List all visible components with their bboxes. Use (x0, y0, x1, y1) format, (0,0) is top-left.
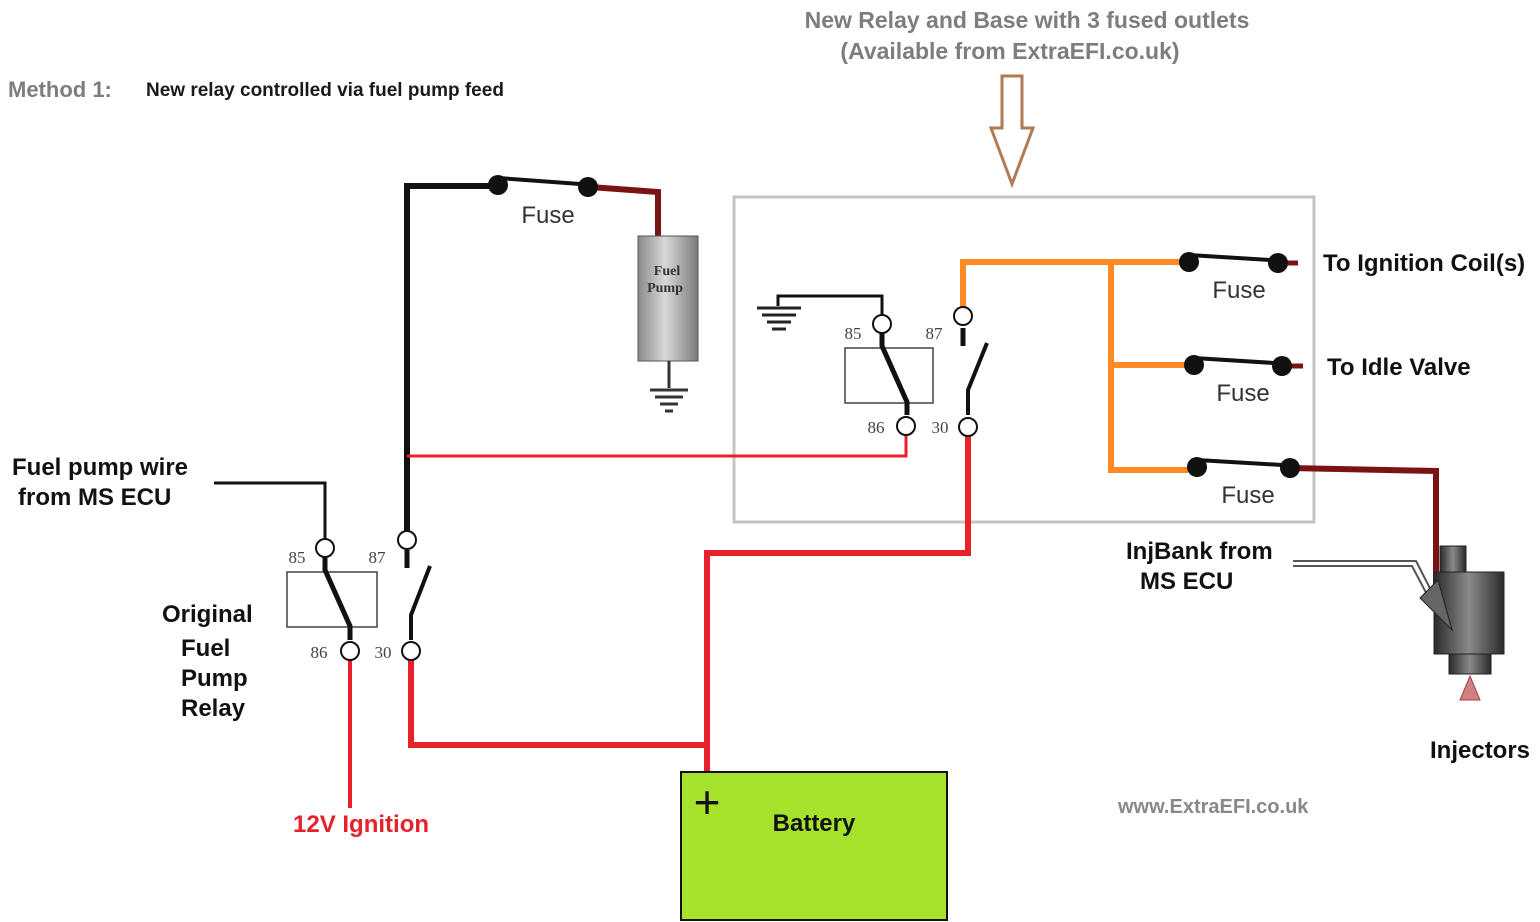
wire-red-battery-to-new-relay30 (704, 435, 971, 772)
orig-relay-pin30 (401, 641, 421, 661)
fuse-link-icon (1193, 356, 1275, 365)
orig-relay-pin30-label: 30 (375, 643, 392, 662)
fuel-pump-body (637, 235, 699, 362)
fuel-pump-label-line2: Pump (647, 281, 683, 296)
orig-relay-coil-link (322, 557, 353, 640)
new-relay-pin86-label: 86 (868, 418, 885, 437)
wire-black-ecu-to-relay85 (214, 481, 327, 540)
orig-relay-pin86 (340, 641, 360, 661)
method-description: New relay controlled via fuel pump feed (146, 80, 504, 101)
new-relay-coil (844, 347, 934, 404)
new-relay-box (732, 195, 1316, 524)
new-relay-switch-arm (966, 342, 989, 415)
new-relay-pin30 (958, 417, 978, 437)
new-relay-availability: (Available from ExtraEFI.co.uk) (840, 38, 1179, 64)
battery (680, 771, 948, 921)
injectors-label: Injectors (1430, 737, 1530, 764)
method-label: Method 1: (8, 77, 112, 102)
fuel-pump-label-line1: Fuel (654, 264, 681, 279)
battery-label: Battery (773, 810, 856, 837)
fuse-label-injector: Fuse (1221, 482, 1274, 509)
new-relay-coil-link (879, 333, 910, 415)
fuse-label-pump: Fuse (521, 202, 574, 229)
fuel-pump-wire-label-line1: Fuel pump wire (12, 454, 188, 481)
fuse-terminal-icon (1272, 356, 1292, 376)
new-relay-pin85-label: 85 (845, 324, 862, 343)
fuse-terminal-icon (578, 177, 598, 197)
new-relay-pin30-label: 30 (932, 418, 949, 437)
new-relay-ground-icon (757, 306, 801, 331)
wire-injbank-a (1293, 560, 1437, 601)
injbank-label-line2: MS ECU (1140, 568, 1233, 595)
wire-injbank-b (1293, 565, 1433, 605)
battery-plus-icon: + (694, 776, 721, 828)
fuse-label-idle: Fuse (1216, 380, 1269, 407)
website-label: www.ExtraEFI.co.uk (1117, 796, 1309, 818)
orig-relay-label-line3: Pump (181, 665, 248, 692)
new-relay-pin87-label: 87 (926, 324, 944, 343)
wire-orange-relay87-to-fuses (960, 259, 1188, 473)
injbank-label-line1: InjBank from (1126, 538, 1273, 565)
orig-relay-switch-arm (409, 565, 432, 640)
fuse-link-icon (497, 176, 581, 186)
orig-relay-label-line4: Relay (181, 695, 246, 722)
ignition-12v-label: 12V Ignition (293, 811, 429, 838)
down-arrow-icon (988, 74, 1036, 189)
new-relay-pin86 (896, 416, 916, 436)
orig-relay-label-line2: Fuel (181, 635, 230, 662)
ignition-coil-label: To Ignition Coil(s) (1323, 250, 1525, 277)
wire-red-relay30-to-battery (408, 660, 707, 748)
new-relay-pin85 (872, 314, 892, 334)
fuse-link-icon (1188, 253, 1271, 262)
wire-black-ground-to-relay85 (776, 294, 884, 316)
fuse-link-icon (1196, 458, 1283, 467)
wire-black-relay87-to-fuse (404, 183, 498, 538)
pump-ground-icon (650, 361, 688, 413)
fuse-terminal-icon (1280, 458, 1300, 478)
wire-maroon-fuse-to-injector (1289, 465, 1439, 585)
new-relay-title: New Relay and Base with 3 fused outlets (805, 7, 1250, 33)
orig-relay-pin85-label: 85 (289, 548, 306, 567)
orig-relay-pin87-label: 87 (369, 548, 387, 567)
fuel-pump-wire-label-line2: from MS ECU (18, 484, 171, 511)
orig-relay-pin87 (397, 530, 417, 550)
orig-relay-pin86-label: 86 (311, 643, 328, 662)
orig-relay-pin85 (315, 538, 335, 558)
idle-valve-label: To Idle Valve (1327, 354, 1471, 381)
orig-relay-label-line1: Original (162, 601, 253, 628)
wire-red-pump-feed-to-relay86 (407, 434, 908, 458)
fuse-terminal-icon (1268, 253, 1288, 273)
new-relay-pin87 (953, 306, 973, 326)
injector-icon (1419, 545, 1505, 701)
fuse-label-coil: Fuse (1212, 277, 1265, 304)
wire-maroon-fuse-to-pump (589, 184, 661, 238)
